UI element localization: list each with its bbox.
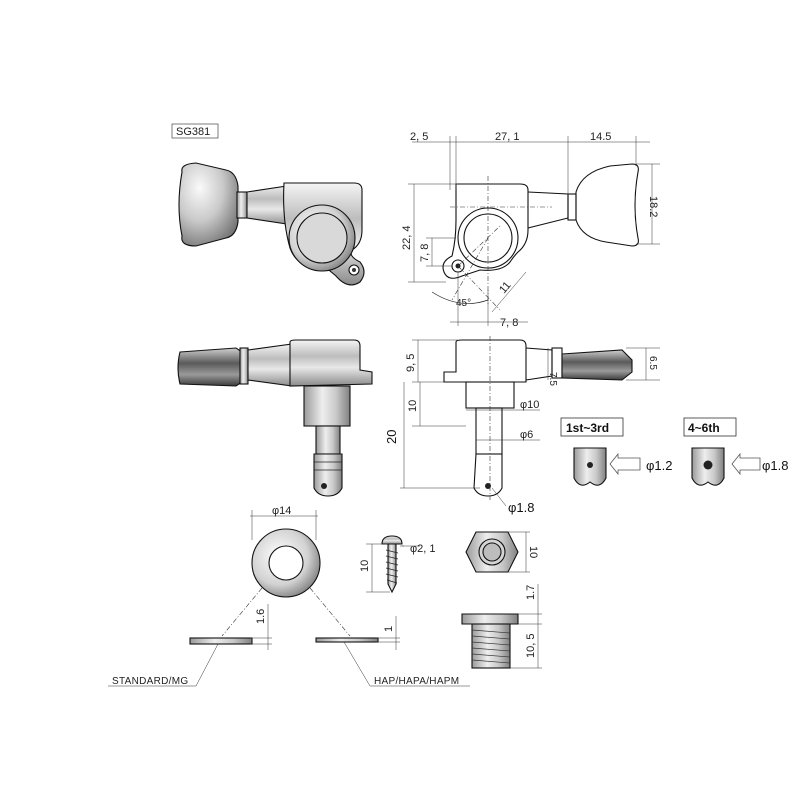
- dim-hole-dist: 11: [497, 279, 514, 295]
- dim-post-section: 10: [407, 400, 419, 412]
- side-view-dimensions: 9, 5 10 20 φ10 φ6 φ1.8 7.5 6.5: [384, 339, 660, 515]
- dim-hole-width: 7, 8: [500, 317, 518, 329]
- tuner-side-view-outline: [443, 336, 633, 500]
- dim-screw-length: 10: [359, 560, 371, 572]
- dim-knob-neck: 7.5: [547, 372, 558, 386]
- dim-standard-thickness: 1.6: [255, 609, 267, 624]
- top-view-dimensions: 2, 5 27, 1 14.5 18.2 22, 4 7, 8 11 45° 7…: [401, 131, 660, 329]
- dim-post-dia: φ6: [520, 429, 533, 441]
- washer-standard-label: STANDARD/MG: [112, 676, 188, 687]
- dim-nut-flange: 1.7: [525, 585, 537, 600]
- model-label: SG381: [171, 123, 219, 139]
- string-hole-1st-3rd: 1st~3rd φ1.2: [560, 417, 673, 486]
- tuner-top-view-left: [178, 162, 365, 286]
- hex-nut: 10 1.7 10, 5: [461, 531, 542, 669]
- tuner-top-view-outline: [431, 163, 639, 311]
- dim-nut-hex: 10: [527, 546, 539, 558]
- dim-body-height: 9, 5: [405, 354, 417, 372]
- dim-nut-height: 10, 5: [525, 634, 537, 658]
- string-hole-low-dia: φ1.2: [646, 458, 673, 473]
- washer: φ14 1.6 STANDARD/MG 1 HAP/HAPA/HAPM: [108, 505, 470, 687]
- tuner-side-view-left: [177, 339, 373, 497]
- dim-total-post: 20: [384, 430, 399, 444]
- dim-bushing-dia: φ10: [520, 399, 539, 411]
- dim-hole-height: 7, 8: [419, 244, 431, 262]
- string-hole-high-dia: φ1.8: [762, 458, 789, 473]
- dim-knob-length: 14.5: [590, 131, 611, 143]
- dim-knob-thick: 6.5: [647, 356, 658, 370]
- dim-length: 27, 1: [495, 131, 519, 143]
- dim-knob-height: 18.2: [647, 196, 659, 217]
- screw: φ2, 1 10: [359, 535, 435, 594]
- string-hole-high-label: 4~6th: [688, 421, 720, 435]
- dim-angle: 45°: [456, 298, 471, 309]
- dim-height-total: 22, 4: [401, 226, 413, 250]
- dim-washer-dia: φ14: [272, 505, 291, 517]
- string-hole-4th-6th: 4~6th φ1.8: [683, 417, 789, 486]
- dim-hap-thickness: 1: [383, 626, 395, 632]
- dim-hole-dia: φ1.8: [508, 500, 535, 515]
- string-hole-low-label: 1st~3rd: [566, 421, 609, 435]
- dim-offset: 2, 5: [410, 131, 428, 143]
- dim-screw-dia: φ2, 1: [410, 543, 435, 555]
- washer-hap-label: HAP/HAPA/HAPM: [374, 676, 459, 687]
- svg-text:SG381: SG381: [176, 126, 210, 138]
